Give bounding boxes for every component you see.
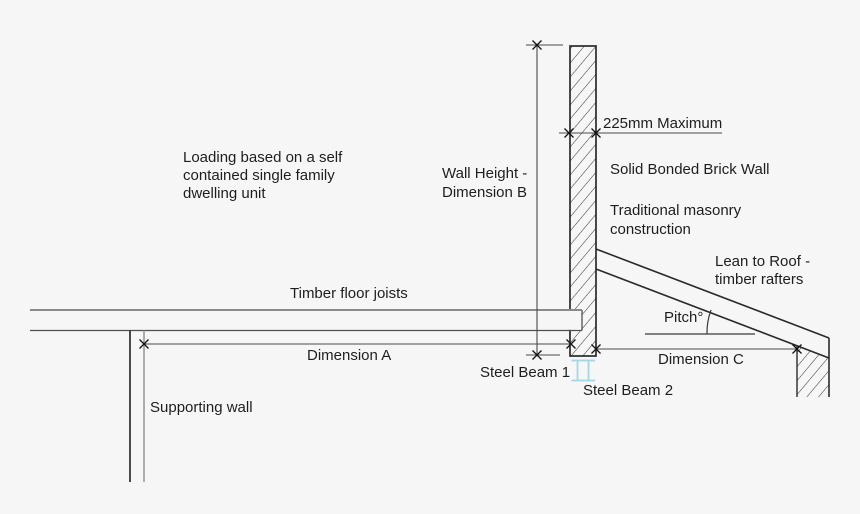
dimension-tick-markers <box>139 40 802 360</box>
steel-beam-1-symbol <box>571 359 584 382</box>
brick-wall-section <box>569 45 597 357</box>
pitch-angle-annotation <box>645 309 755 335</box>
joist-pocket <box>568 311 582 330</box>
floor-joist-lines <box>30 309 582 332</box>
right-support-wall <box>796 346 829 397</box>
rafter-lines <box>595 248 830 397</box>
wall-height-dimension-line <box>526 44 563 356</box>
pitch-arc <box>706 309 712 335</box>
steel-beam-2-symbol <box>582 359 595 382</box>
supporting-wall-lines <box>129 330 145 482</box>
